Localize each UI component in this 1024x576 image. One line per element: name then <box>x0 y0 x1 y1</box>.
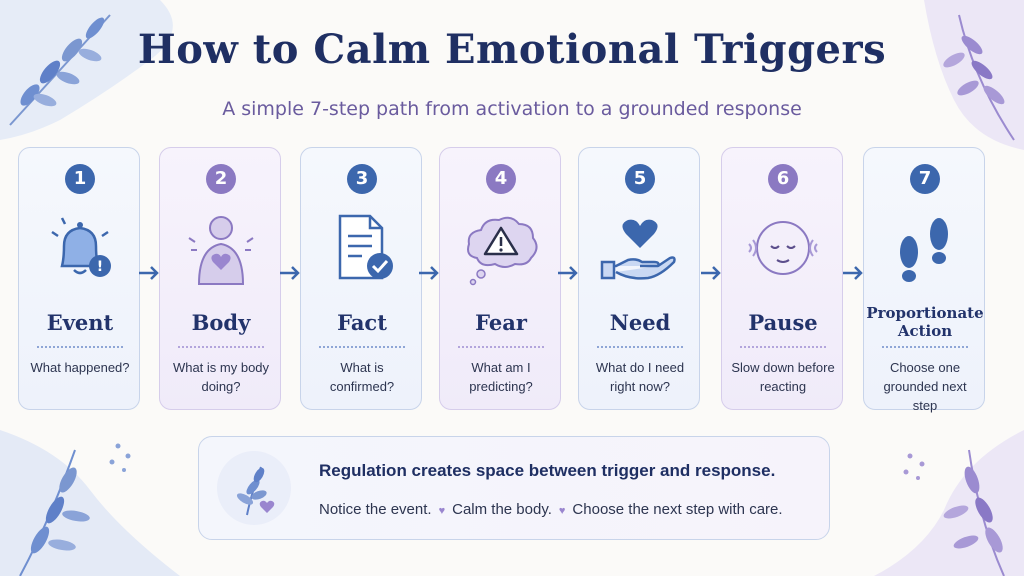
step-card-fear: 4 Fear What am I predicting? <box>439 147 561 410</box>
heart-icon: ♥ <box>438 505 446 517</box>
dotted-divider <box>882 346 968 348</box>
dotted-divider <box>319 346 405 348</box>
dotted-divider <box>597 346 683 348</box>
page-subtitle: A simple 7-step path from activation to … <box>222 98 802 120</box>
step-question: What am I predicting? <box>469 360 533 394</box>
dotted-divider <box>458 346 544 348</box>
step-card-body: 2 Body What is my body doing? <box>159 147 281 410</box>
arrow-right-icon <box>843 266 863 280</box>
step-question: What is my body doing? <box>172 360 270 394</box>
svg-text:!: ! <box>97 259 103 275</box>
step-name: Body <box>191 310 251 335</box>
step-number: 4 <box>486 164 516 194</box>
step-number: 6 <box>768 164 798 194</box>
step-question: Choose one grounded next step <box>883 360 967 413</box>
step-name: Proportionate Action <box>866 304 984 340</box>
document-check-icon <box>338 214 393 280</box>
step-name: Need <box>609 310 671 335</box>
summary-point: Calm the body. <box>452 501 552 518</box>
page-title: How to Calm Emotional Triggers <box>137 26 887 73</box>
dotted-divider <box>740 346 826 348</box>
body-heart-icon <box>188 216 254 285</box>
summary-box: Regulation creates space between trigger… <box>198 436 830 540</box>
hand-heart-icon <box>600 219 676 280</box>
arrow-right-icon <box>280 266 300 280</box>
step-number: 3 <box>347 164 377 194</box>
arrow-right-icon <box>558 266 578 280</box>
arrow-right-icon <box>139 266 159 280</box>
step-name: Pause <box>748 310 818 335</box>
summary-points: Notice the event. ♥ Calm the body. ♥ Choose … <box>319 501 783 518</box>
step-question: What is confirmed? <box>329 360 395 394</box>
step-card-need: 5 Need What do I need right now? <box>578 147 700 410</box>
step-question: What do I need right now? <box>595 360 685 394</box>
step-question: What happened? <box>30 360 130 375</box>
summary-icon-circle <box>217 451 291 525</box>
step-name: Event <box>46 310 114 335</box>
bell-alert-icon: ! <box>51 217 111 277</box>
step-question: Slow down before reacting <box>731 360 835 394</box>
step-number: 1 <box>65 164 95 194</box>
step-name: Fact <box>337 310 387 335</box>
step-number: 2 <box>206 164 236 194</box>
dotted-divider <box>37 346 123 348</box>
heart-icon: ♥ <box>558 505 566 517</box>
step-card-pause: 6 Pause Slow down before reacting <box>721 147 843 410</box>
step-number: 7 <box>910 164 940 194</box>
arrow-right-icon <box>701 266 721 280</box>
step-card-proportionate-action: 7 Proportionate Action Choose one ground… <box>863 147 985 413</box>
step-number: 5 <box>625 164 655 194</box>
leaf-heart-icon <box>236 466 275 516</box>
dotted-divider <box>178 346 264 348</box>
calm-face-icon <box>748 221 818 275</box>
step-card-event: 1 ! Event What happened? <box>18 147 140 410</box>
footsteps-icon <box>900 218 948 282</box>
step-card-fact: 3 Fact What is confirmed? <box>300 147 422 410</box>
summary-point: Notice the event. <box>319 501 432 518</box>
arrow-right-icon <box>419 266 439 280</box>
step-name: Fear <box>475 310 527 335</box>
summary-headline: Regulation creates space between trigger… <box>319 461 776 480</box>
summary-point: Choose the next step with care. <box>572 501 783 518</box>
thought-warning-icon <box>467 216 538 286</box>
